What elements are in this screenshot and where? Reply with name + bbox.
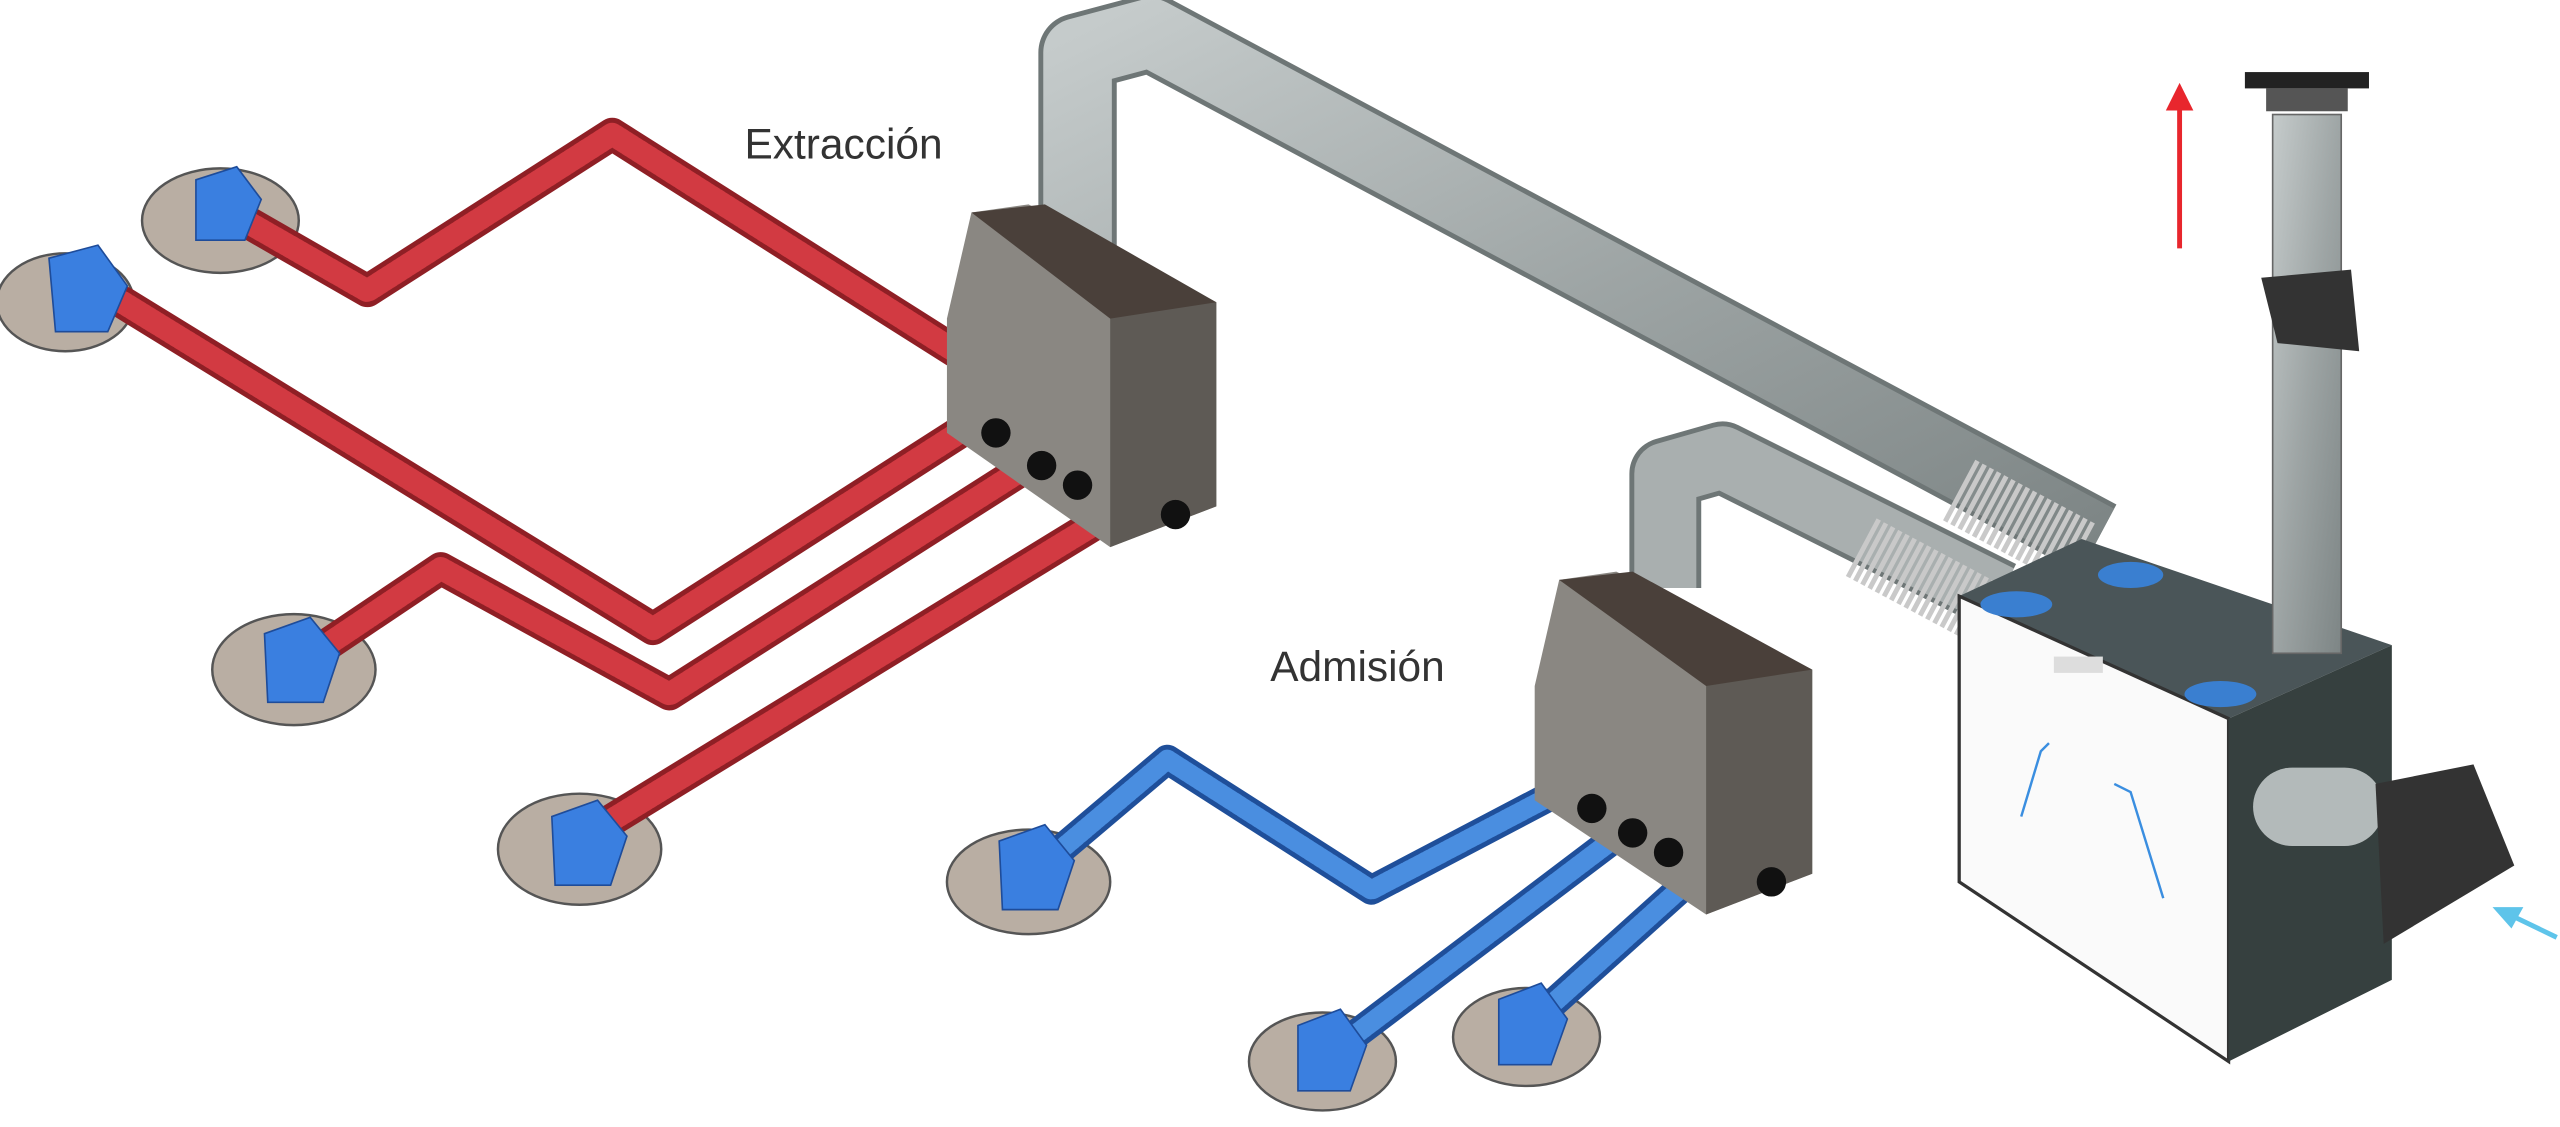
admission-label: Admisión [1270, 643, 1445, 690]
extraction-label: Extracción [744, 121, 942, 168]
ventilation-unit [1957, 539, 2515, 1065]
admission-plenum [1534, 571, 1813, 915]
exhaust-chimney [2244, 72, 2369, 655]
rigid-ducts [1038, 0, 2117, 642]
admission-hoses [1046, 744, 1721, 1068]
intake-arrow-icon [2492, 907, 2558, 940]
extraction-plenum [946, 204, 1217, 548]
air-terminals [48, 165, 1569, 1092]
exhaust-arrow-icon [2165, 82, 2194, 249]
floor-holes [0, 167, 1602, 1112]
extraction-hoses [106, 117, 1127, 842]
control-panel[interactable] [2053, 656, 2103, 673]
